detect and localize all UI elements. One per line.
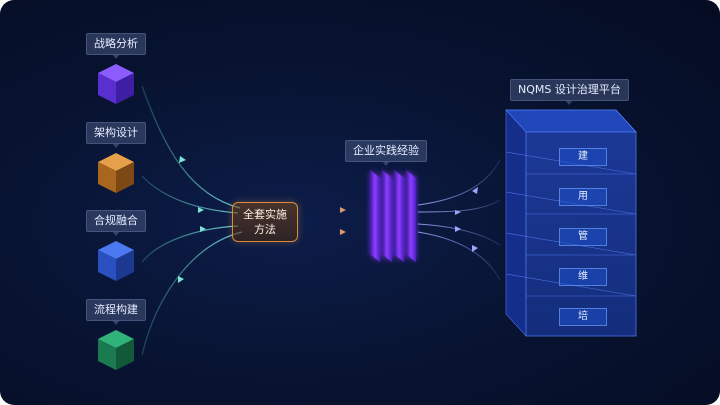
cube-icon-orange <box>98 153 134 193</box>
arrow-head <box>200 226 206 232</box>
flow-line-out <box>417 199 501 213</box>
platform-top-face <box>505 109 637 133</box>
input-label: 架构设计 <box>94 126 138 139</box>
platform-title: NQMS 设计治理平台 <box>518 83 621 96</box>
arrow-head <box>178 276 184 283</box>
experience-panel <box>370 170 380 262</box>
input-tag-strategy: 战略分析 <box>86 33 146 59</box>
layer-label: 建 <box>578 151 588 162</box>
platform-layer-build: 建 <box>559 148 607 166</box>
arrow-head <box>455 226 461 232</box>
input-label: 流程构建 <box>94 303 138 316</box>
input-tag-compliance: 合规融合 <box>86 210 146 236</box>
layer-label: 管 <box>578 231 588 242</box>
incoming-arrow-heads <box>178 156 206 283</box>
input-label: 合规融合 <box>94 214 138 227</box>
outgoing-arrow-heads <box>455 187 478 252</box>
incoming-flow-lines <box>141 85 243 356</box>
arrow-head <box>455 210 461 215</box>
flow-line-out <box>417 231 501 281</box>
experience-panel <box>406 170 416 262</box>
arrow-head <box>340 229 346 235</box>
platform-layer-maintain: 维 <box>559 268 607 286</box>
flow-line-out <box>417 223 501 246</box>
cube-icon-blue <box>98 241 134 281</box>
platform-layer-manage: 管 <box>559 228 607 246</box>
flow-line-process <box>141 231 243 356</box>
flow-line-strategy <box>141 85 241 209</box>
experience-panel <box>382 170 392 262</box>
arrow-head <box>198 207 204 213</box>
input-label: 战略分析 <box>94 37 138 50</box>
method-line-2: 方法 <box>254 223 276 236</box>
platform-layer-train: 培 <box>559 308 607 326</box>
method-box: 全套实施 方法 <box>232 202 298 242</box>
input-tag-architecture: 架构设计 <box>86 122 146 148</box>
outgoing-flow-lines <box>417 159 501 281</box>
flow-line-out <box>417 159 501 206</box>
platform-layer-use: 用 <box>559 188 607 206</box>
arrow-head <box>472 245 478 252</box>
middle-flow-lines <box>296 209 380 233</box>
platform-side-face <box>505 109 527 337</box>
experience-tag: 企业实践经验 <box>345 140 427 166</box>
input-tag-process: 流程构建 <box>86 299 146 325</box>
platform-box <box>505 109 637 337</box>
flow-line-compliance <box>141 225 239 263</box>
middle-arrow-heads <box>340 207 346 235</box>
layer-label: 用 <box>578 191 588 202</box>
experience-panel <box>394 170 404 262</box>
method-line-1: 全套实施 <box>243 208 287 221</box>
experience-label: 企业实践经验 <box>353 144 419 157</box>
platform-title-tag: NQMS 设计治理平台 <box>510 79 629 105</box>
cube-icon-green <box>98 330 134 370</box>
experience-panels <box>370 170 416 262</box>
flow-line-architecture <box>141 175 239 214</box>
cube-icon-purple <box>98 64 134 104</box>
arrow-head <box>472 187 478 194</box>
layer-label: 培 <box>578 311 588 322</box>
arrow-head <box>179 156 186 163</box>
arrow-head <box>340 207 346 213</box>
layer-label: 维 <box>578 271 588 282</box>
